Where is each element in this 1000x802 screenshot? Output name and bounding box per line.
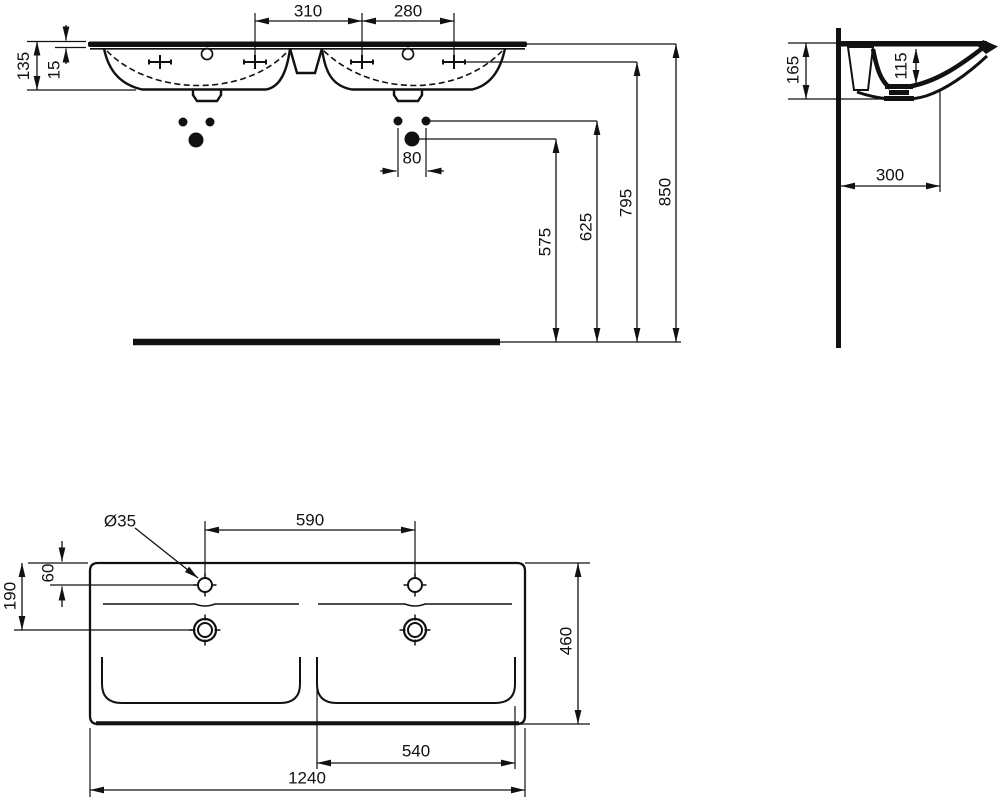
tap-hole-centre-marks — [148, 55, 466, 69]
dim-795: 795 — [617, 62, 641, 342]
front-view: 310 280 135 15 80 — [14, 2, 681, 346]
dim-165: 165 — [784, 42, 913, 100]
dim-1240: 1240 — [89, 728, 526, 797]
fixing-hole — [178, 117, 188, 127]
dim-1240-label: 1240 — [288, 769, 326, 788]
dim-460: 460 — [519, 562, 590, 725]
tap-hole-right — [403, 573, 427, 597]
drain-boss-left — [191, 89, 223, 103]
front-center-bridge — [288, 48, 324, 75]
dim-300: 300 — [841, 90, 941, 192]
plan-right-bowl-outline — [316, 657, 516, 704]
dim-dia35-label: Ø35 — [104, 512, 136, 531]
dim-80-label: 80 — [403, 149, 422, 168]
dim-625-label: 625 — [577, 213, 596, 241]
wall-line — [836, 28, 841, 348]
front-left-bowl-hidden-curve — [106, 50, 289, 87]
dim-540: 540 — [316, 660, 516, 769]
dim-135: 135 — [14, 40, 136, 91]
dim-15: 15 — [45, 25, 86, 80]
dim-tap-diameter: Ø35 — [104, 512, 199, 579]
tap-mark-icon — [350, 55, 374, 69]
dim-300-label: 300 — [876, 166, 904, 185]
tap-mark-icon — [243, 55, 267, 69]
front-right-bowl-outline — [320, 48, 507, 91]
plan-deck-line-left — [103, 603, 299, 607]
fixing-holes — [178, 116, 431, 148]
front-left-bowl-outline — [102, 48, 292, 91]
side-bowl-back-curve — [870, 48, 892, 90]
fixing-hole — [205, 117, 215, 127]
side-back-wall-section — [846, 46, 875, 91]
side-bowl-underside-curve — [856, 54, 989, 101]
dim-460-label: 460 — [557, 627, 576, 655]
drain-boss-right — [392, 89, 424, 103]
dim-280: 280 — [362, 2, 455, 55]
dim-115: 115 — [892, 49, 920, 84]
tap-mark-icon — [148, 55, 172, 69]
dim-795-label: 795 — [617, 189, 636, 217]
side-bowl-inner-curve — [905, 45, 986, 90]
tap-mark-icon — [442, 55, 466, 69]
front-right-bowl-hidden-curve — [323, 50, 503, 87]
dim-60-label: 60 — [39, 564, 58, 583]
plan-left-bowl-outline — [101, 657, 301, 704]
fixing-hole-large — [188, 132, 204, 148]
drain-hole-right — [399, 614, 431, 646]
dim-575: 575 — [536, 139, 560, 342]
dim-850: 850 — [656, 44, 680, 342]
plan-deck-line-right — [318, 603, 512, 607]
dim-850-label: 850 — [656, 178, 675, 206]
plan-outer-rim — [88, 561, 527, 726]
dim-310: 310 — [254, 2, 363, 55]
dim-625: 625 — [577, 121, 601, 342]
dim-190: 190 — [1, 563, 192, 631]
dim-540-label: 540 — [402, 742, 430, 761]
dim-590: 590 — [204, 511, 416, 576]
fixing-hole — [393, 116, 403, 126]
dim-135-label: 135 — [14, 52, 33, 80]
overflow-hole-right — [401, 47, 415, 61]
dim-60: 60 — [28, 541, 196, 607]
plan-view: Ø35 590 60 190 460 — [1, 511, 590, 797]
dim-575-label: 575 — [536, 228, 555, 256]
dim-190-label: 190 — [1, 582, 20, 610]
dim-80: 80 — [380, 128, 444, 177]
side-view: 165 115 300 — [784, 28, 998, 348]
dim-310-label: 310 — [294, 2, 322, 21]
dim-280-label: 280 — [394, 2, 422, 21]
dim-115-label: 115 — [892, 52, 911, 79]
side-rim-bar — [841, 41, 987, 47]
front-rim-bar — [88, 41, 527, 47]
dim-165-label: 165 — [784, 56, 803, 84]
overflow-hole-left — [200, 47, 214, 61]
dim-15-label: 15 — [45, 61, 64, 80]
dim-590-label: 590 — [296, 511, 324, 530]
drain-hole-left — [189, 614, 221, 646]
